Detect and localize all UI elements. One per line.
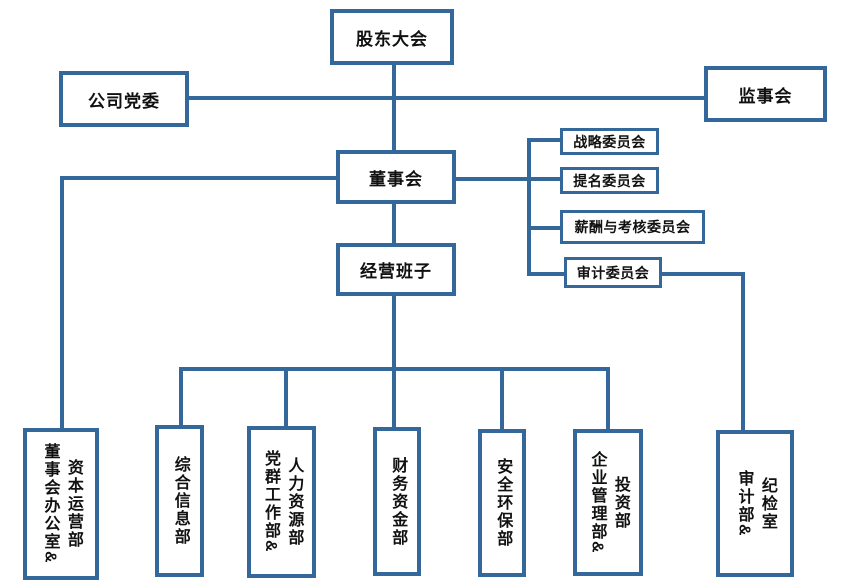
connector-drop-enterprise: [606, 367, 610, 430]
node-label-column: 审计部&: [735, 469, 753, 538]
node-label: 提名委员会: [573, 172, 646, 189]
connector-audit-right: [659, 272, 745, 276]
node-management-team: 经营班子: [336, 243, 456, 296]
node-finance-treasury-dept: 财务资金部: [373, 427, 421, 576]
connector-left-drop: [60, 176, 64, 430]
connector-branch-remuneration: [527, 226, 562, 230]
connector-board-management: [392, 201, 396, 245]
node-general-information-dept: 综合信息部: [155, 425, 204, 577]
connector-board-right: [454, 177, 562, 181]
node-audit-committee: 审计委员会: [564, 257, 662, 288]
node-party-mass-work-hr-dept: 党群工作部& 人力资源部: [247, 426, 316, 578]
node-company-party-committee: 公司党委: [59, 71, 189, 127]
node-label-column: 财务资金部: [389, 456, 407, 547]
node-label-column: 安全环保部: [494, 458, 512, 548]
node-safety-environment-dept: 安全环保部: [478, 429, 526, 577]
node-board-office-capital-operations-dept: 董事会办公室& 资本运营部: [23, 428, 99, 580]
node-label: 经营班子: [360, 262, 432, 281]
connector-drop-safety: [500, 367, 504, 431]
node-label-column: 人力资源部: [285, 457, 303, 547]
node-label-column: 综合信息部: [171, 456, 189, 546]
node-label: 股东大会: [356, 29, 428, 49]
node-label-column: 董事会办公室&: [41, 443, 59, 565]
node-label-column: 投资部: [611, 475, 629, 530]
node-label: 董事会: [369, 169, 423, 189]
node-label: 审计委员会: [576, 264, 650, 281]
node-label-column: 党群工作部&: [262, 450, 279, 554]
connector-drop-general-information: [179, 367, 183, 427]
node-remuneration-assessment-committee: 薪酬与考核委员会: [560, 210, 705, 244]
connector-branch-audit: [527, 272, 566, 276]
node-label: 监事会: [738, 86, 793, 106]
connector-branch-strategy: [527, 138, 562, 142]
node-label: 公司党委: [88, 91, 160, 111]
node-audit-discipline-inspection-dept: 审计部& 纪检室: [716, 430, 794, 577]
node-strategy-committee: 战略委员会: [560, 128, 659, 155]
connector-board-left: [60, 176, 338, 180]
node-label-column: 资本运营部: [64, 459, 82, 549]
node-board-of-directors: 董事会: [336, 150, 456, 204]
connector-shareholders-board: [392, 63, 396, 152]
node-label: 战略委员会: [573, 133, 646, 150]
node-label-column: 纪检室: [758, 476, 776, 531]
connector-committee-spine: [527, 138, 531, 276]
connector-party-supervisors: [187, 96, 706, 100]
connector-management-drop: [392, 295, 396, 430]
node-label-column: 企业管理部&: [588, 450, 606, 555]
connector-drop-party-mass-hr: [284, 367, 288, 428]
connector-audit-drop: [741, 272, 745, 432]
node-label: 薪酬与考核委员会: [574, 219, 691, 235]
node-supervisory-board: 监事会: [704, 66, 827, 122]
node-nomination-committee: 提名委员会: [560, 167, 659, 194]
node-enterprise-management-investment-dept: 企业管理部& 投资部: [573, 429, 643, 576]
connector-distribution: [179, 367, 610, 371]
node-shareholders-meeting: 股东大会: [330, 9, 454, 65]
